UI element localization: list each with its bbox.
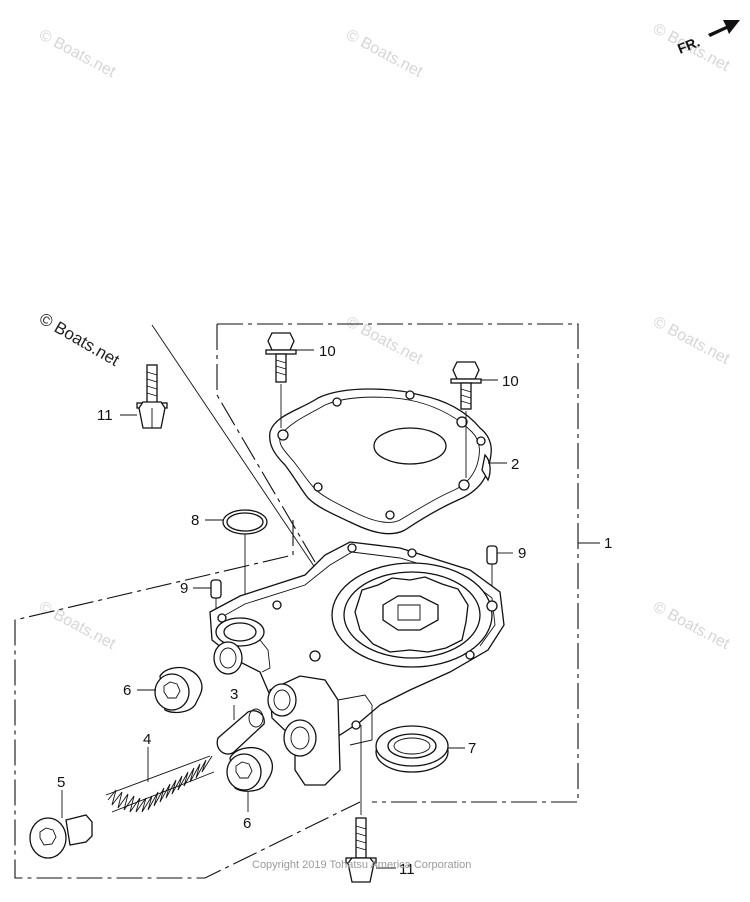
callout-11-bottom[interactable]: 11 <box>399 861 415 878</box>
watermark: © Boats.net <box>343 314 425 369</box>
relief-spring-4 <box>105 755 215 813</box>
callout-5[interactable]: 5 <box>57 774 65 791</box>
oil-seal-7 <box>375 725 449 773</box>
watermark: © Boats.net <box>650 314 732 369</box>
leader-lines <box>61 349 600 869</box>
watermark-main: © Boats.net <box>36 309 123 370</box>
callout-7[interactable]: 7 <box>468 740 476 757</box>
callout-11-top[interactable]: 11 <box>97 407 113 424</box>
bolt-10-left <box>265 332 297 428</box>
front-arrow-icon <box>708 20 740 37</box>
bolt-11-top <box>136 364 168 429</box>
watermark: © Boats.net <box>36 27 118 82</box>
callout-9-right[interactable]: 9 <box>518 545 526 562</box>
callout-10-left[interactable]: 10 <box>319 343 336 360</box>
bolt-11-bottom <box>345 725 377 883</box>
front-label: FR. <box>675 33 702 56</box>
plug-6-lower <box>226 747 273 792</box>
bolt-10-right <box>450 361 482 478</box>
callout-6-lower[interactable]: 6 <box>243 815 251 832</box>
watermark: © Boats.net <box>650 599 732 654</box>
callout-numbers: 1 2 3 4 5 6 6 7 8 9 9 10 10 11 11 <box>57 343 612 878</box>
callout-1[interactable]: 1 <box>604 535 612 552</box>
callout-8[interactable]: 8 <box>191 512 199 529</box>
plug-5 <box>29 814 93 859</box>
callout-9-left[interactable]: 9 <box>180 580 188 597</box>
front-direction-indicator: FR. <box>675 20 740 57</box>
pump-cover-gasket <box>269 388 492 535</box>
assembly-outline <box>14 323 579 879</box>
plug-6-upper <box>154 666 203 714</box>
callout-2[interactable]: 2 <box>511 456 519 473</box>
copyright-notice: Copyright 2019 Tohatsu America Corporati… <box>252 859 471 871</box>
callout-3[interactable]: 3 <box>230 686 238 703</box>
callout-10-right[interactable]: 10 <box>502 373 519 390</box>
callout-6-upper[interactable]: 6 <box>123 682 131 699</box>
relief-piston-3 <box>216 708 265 755</box>
callout-4[interactable]: 4 <box>143 731 151 748</box>
watermark: © Boats.net <box>343 27 425 82</box>
watermark: © Boats.net <box>36 599 118 654</box>
oil-pump-body <box>209 541 505 786</box>
